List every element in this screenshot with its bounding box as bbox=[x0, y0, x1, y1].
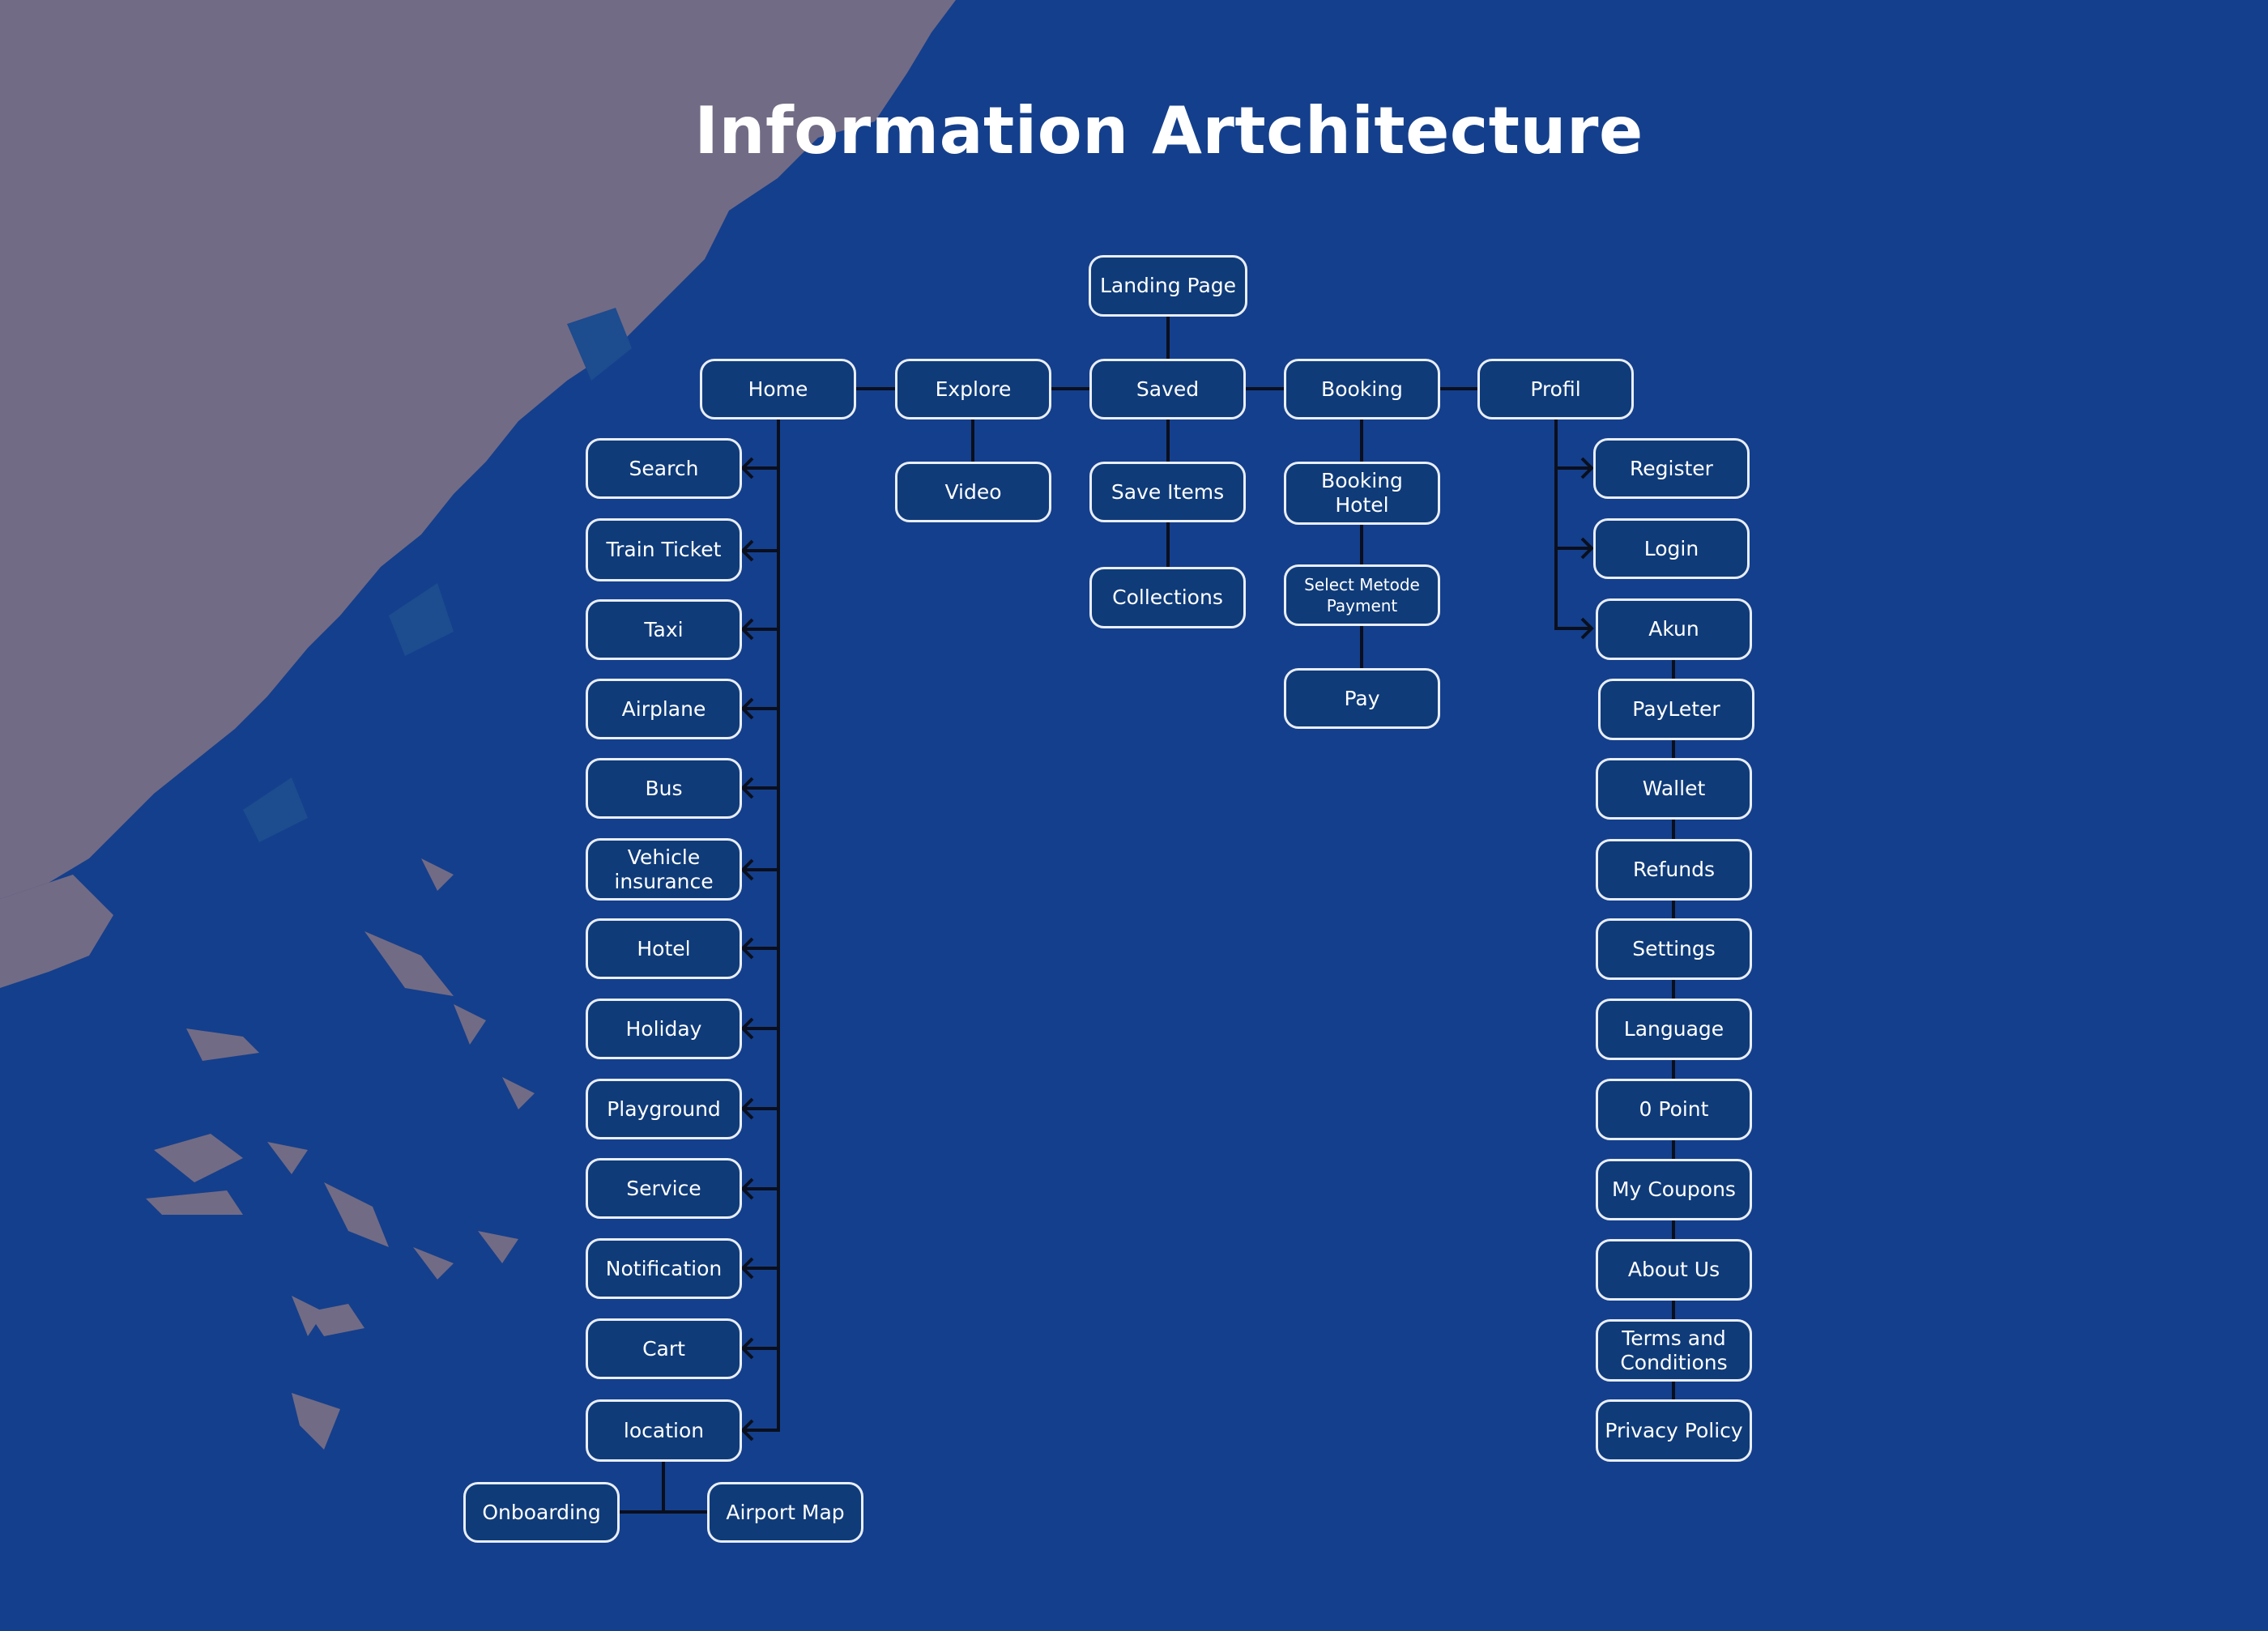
node-profil: Profil bbox=[1477, 359, 1634, 419]
node-video: Video bbox=[895, 462, 1051, 522]
node-onboarding: Onboarding bbox=[463, 1482, 620, 1543]
node-register: Register bbox=[1593, 438, 1750, 499]
node-holiday: Holiday bbox=[586, 999, 742, 1059]
node-train-ticket: Train Ticket bbox=[586, 518, 742, 581]
node-booking: Booking bbox=[1284, 359, 1440, 419]
node-airplane: Airplane bbox=[586, 679, 742, 739]
node-booking-hotel: Booking Hotel bbox=[1284, 462, 1440, 525]
node-akun: Akun bbox=[1596, 598, 1752, 660]
node-language: Language bbox=[1596, 999, 1752, 1060]
node-airport-map: Airport Map bbox=[707, 1482, 863, 1543]
node-service: Service bbox=[586, 1158, 742, 1219]
node-hotel: Hotel bbox=[586, 918, 742, 979]
node-location: location bbox=[586, 1399, 742, 1462]
node-landing-page: Landing Page bbox=[1089, 255, 1247, 317]
node-select-metode-payment: Select Metode Payment bbox=[1284, 564, 1440, 626]
texture-region bbox=[0, 0, 956, 899]
node-payleter: PayLeter bbox=[1598, 679, 1754, 740]
node-terms-and-conditions: Terms and Conditions bbox=[1596, 1319, 1752, 1382]
node-cart: Cart bbox=[586, 1318, 742, 1379]
node-notification: Notification bbox=[586, 1238, 742, 1299]
node-collections: Collections bbox=[1089, 567, 1246, 628]
connector-lines bbox=[619, 317, 1675, 1514]
node-pay: Pay bbox=[1284, 668, 1440, 729]
home-branch-arrows bbox=[740, 457, 778, 1441]
node-refunds: Refunds bbox=[1596, 839, 1752, 901]
node-login: Login bbox=[1593, 518, 1750, 579]
node-bus: Bus bbox=[586, 758, 742, 819]
page-title: Information Artchitecture bbox=[694, 93, 1643, 168]
node-my-coupons: My Coupons bbox=[1596, 1159, 1752, 1220]
node-taxi: Taxi bbox=[586, 599, 742, 660]
node-playground: Playground bbox=[586, 1079, 742, 1139]
node-privacy-policy: Privacy Policy bbox=[1596, 1399, 1752, 1462]
node-settings: Settings bbox=[1596, 918, 1752, 980]
node-home: Home bbox=[700, 359, 856, 419]
node-about-us: About Us bbox=[1596, 1239, 1752, 1301]
node-point: 0 Point bbox=[1596, 1079, 1752, 1140]
node-saved: Saved bbox=[1089, 359, 1246, 419]
node-search: Search bbox=[586, 438, 742, 499]
node-explore: Explore bbox=[895, 359, 1051, 419]
node-wallet: Wallet bbox=[1596, 758, 1752, 820]
node-vehicle-insurance: Vehicle insurance bbox=[586, 838, 742, 901]
node-save-items: Save Items bbox=[1089, 462, 1246, 522]
